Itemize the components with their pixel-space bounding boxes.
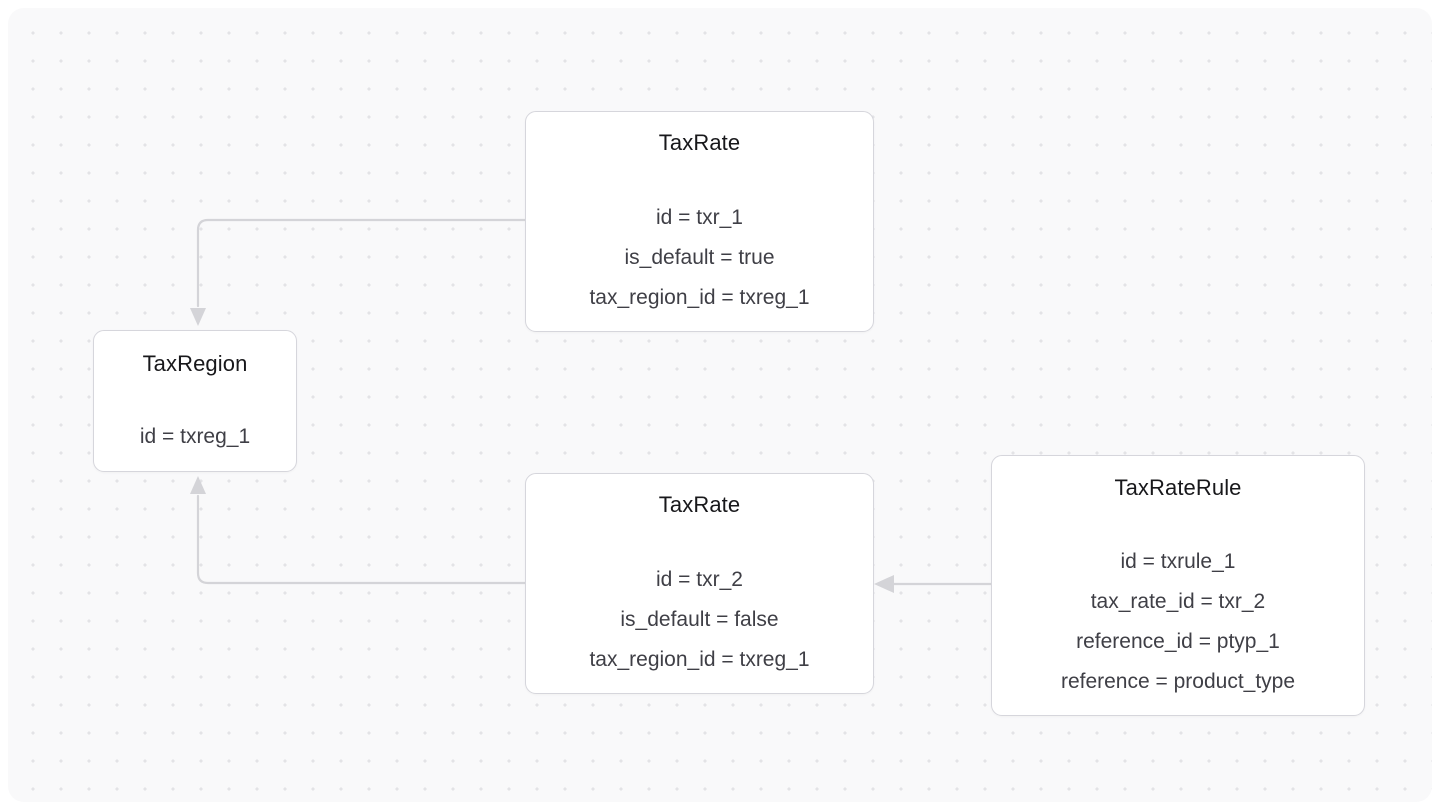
node-attribute-list: id = txrule_1 tax_rate_id = txr_2 refere… [1061, 542, 1295, 702]
node-attribute: id = txr_1 [656, 206, 743, 229]
node-attribute-list: id = txr_1 is_default = true tax_region_… [589, 198, 809, 318]
node-taxraterule[interactable]: TaxRateRule id = txrule_1 tax_rate_id = … [991, 455, 1365, 716]
node-attribute: reference_id = ptyp_1 [1076, 630, 1280, 653]
node-attribute: tax_region_id = txreg_1 [589, 648, 810, 671]
node-attribute: is_default = false [620, 608, 779, 631]
edge-path [196, 218, 527, 308]
node-taxrate-1[interactable]: TaxRate id = txr_1 is_default = true tax… [525, 111, 874, 332]
node-attribute-list: id = txreg_1 [140, 417, 250, 457]
node-attribute: tax_region_id = txreg_1 [589, 286, 810, 309]
node-title: TaxRegion [142, 351, 248, 376]
diagram-canvas[interactable]: TaxRate id = txr_1 is_default = true tax… [8, 8, 1432, 802]
edge-path [196, 494, 527, 585]
edge-taxrate1-to-taxregion [190, 218, 527, 326]
node-attribute: id = txrule_1 [1120, 550, 1236, 573]
node-attribute: id = txr_2 [656, 568, 743, 591]
edge-taxrate2-to-taxregion [190, 476, 527, 585]
node-attribute: id = txreg_1 [139, 425, 251, 448]
node-title: TaxRateRule [1114, 475, 1242, 500]
arrow-down-icon [190, 308, 206, 326]
edge-taxraterule-to-taxrate2 [874, 575, 993, 593]
node-title: TaxRate [658, 492, 741, 517]
node-attribute-list: id = txr_2 is_default = false tax_region… [589, 560, 809, 680]
arrow-left-icon [874, 575, 894, 593]
node-taxregion[interactable]: TaxRegion id = txreg_1 [93, 330, 297, 472]
node-attribute: tax_rate_id = txr_2 [1090, 590, 1266, 613]
node-title: TaxRate [658, 130, 741, 155]
node-attribute: reference = product_type [1060, 670, 1296, 693]
node-attribute: is_default = true [624, 246, 775, 269]
node-taxrate-2[interactable]: TaxRate id = txr_2 is_default = false ta… [525, 473, 874, 694]
arrow-up-icon [190, 476, 206, 494]
